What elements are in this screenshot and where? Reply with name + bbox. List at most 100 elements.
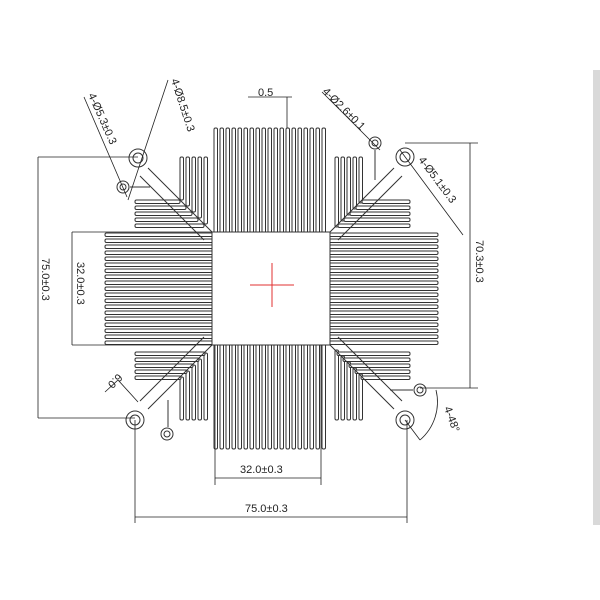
fin (327, 322, 439, 327)
fin (219, 127, 224, 235)
fin (336, 351, 411, 356)
fin (237, 127, 242, 235)
fin-thickness-label: 0.5 (258, 87, 273, 99)
fin (346, 361, 351, 421)
fin (321, 342, 326, 450)
fin (191, 156, 196, 213)
fin (213, 342, 218, 450)
fin (309, 127, 314, 235)
fins (104, 127, 439, 450)
fin (104, 334, 215, 339)
fin (349, 211, 411, 216)
fin (261, 342, 266, 450)
dimension-lines (37, 79, 478, 523)
fin (134, 211, 193, 216)
fin (104, 322, 215, 327)
fin (249, 127, 254, 235)
tiny-hole-label: 4-Ø2.6±0.1 (320, 86, 367, 133)
fin (179, 156, 184, 201)
fin (342, 357, 411, 362)
bottom-core-label: 32.0±0.3 (240, 464, 283, 476)
fin (134, 205, 187, 210)
fin (334, 349, 339, 421)
fin (134, 357, 200, 362)
fin (179, 376, 184, 421)
fin (134, 375, 182, 380)
arm-top-right (329, 167, 403, 241)
fin (285, 342, 290, 450)
fin (346, 156, 351, 216)
fin (327, 238, 439, 243)
heatsink-body (116, 136, 427, 441)
fin (203, 156, 208, 225)
scrollbar[interactable] (593, 70, 600, 525)
fin (327, 250, 439, 255)
fin (309, 342, 314, 450)
fin (104, 298, 215, 303)
arm-bottom-left (139, 336, 213, 410)
fin (134, 199, 181, 204)
fin (134, 369, 188, 374)
fin (104, 328, 215, 333)
fin (327, 304, 439, 309)
fin (104, 256, 215, 261)
fin (243, 342, 248, 450)
fin (104, 286, 215, 291)
fin (104, 268, 215, 273)
fin (343, 217, 411, 222)
fin (213, 127, 218, 235)
fin (231, 342, 236, 450)
fin (352, 367, 357, 421)
fin (327, 256, 439, 261)
fin (327, 286, 439, 291)
fin (104, 250, 215, 255)
fin (327, 298, 439, 303)
fin (348, 363, 411, 368)
fin (134, 363, 194, 368)
fin (197, 358, 202, 421)
fin (243, 127, 248, 235)
right-height-label: 70.3±0.3 (473, 240, 485, 283)
fin (321, 127, 326, 235)
fin (327, 310, 439, 315)
fin (327, 328, 439, 333)
fin (273, 127, 278, 235)
fin (197, 156, 202, 219)
fin (291, 127, 296, 235)
fin (261, 127, 266, 235)
fin (303, 342, 308, 450)
fin (104, 274, 215, 279)
fin (297, 127, 302, 235)
fin (327, 334, 439, 339)
fin (358, 373, 363, 421)
fin (255, 342, 260, 450)
fin (327, 274, 439, 279)
fin (273, 342, 278, 450)
fin (355, 205, 411, 210)
core-block (211, 231, 331, 346)
fin (191, 364, 196, 421)
fin (297, 342, 302, 450)
fin (185, 156, 190, 207)
fin (185, 370, 190, 421)
fin (327, 292, 439, 297)
fin (354, 369, 411, 374)
arm-width-label: 6.0 (105, 371, 124, 390)
fin (237, 342, 242, 450)
fin (231, 127, 236, 235)
center-mark (250, 263, 294, 307)
fin (340, 156, 345, 222)
fin (291, 342, 296, 450)
fin (134, 217, 199, 222)
fin (315, 127, 320, 235)
fin (279, 127, 284, 235)
fin (203, 352, 208, 421)
fin (315, 342, 320, 450)
bottom-width-label: 75.0±0.3 (245, 503, 288, 515)
fin (360, 375, 411, 380)
fin (303, 127, 308, 235)
left-core-label: 32.0±0.3 (74, 262, 86, 305)
fin (327, 262, 439, 267)
fin (267, 127, 272, 235)
